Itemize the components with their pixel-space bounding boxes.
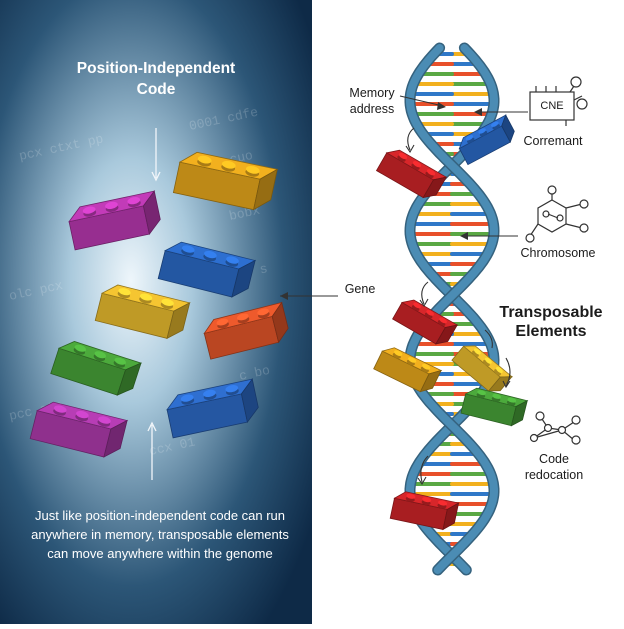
green-transposon-brick (460, 387, 529, 427)
red-transposon-brick (389, 491, 460, 531)
label-line: Memory (349, 86, 395, 100)
curve-arrow-head-icon (419, 298, 429, 308)
motion-arrows (405, 127, 511, 486)
gene-label: Gene (344, 282, 376, 296)
magenta-brick (29, 401, 129, 458)
red-transposon-brick (392, 299, 459, 345)
title-line: Code (136, 81, 176, 98)
code-relocation-label: Code redocation (516, 451, 592, 483)
memory-address-label: Memory address (338, 85, 406, 117)
curve-arrow-head-icon (405, 144, 415, 154)
corremant-arrow-icon (474, 108, 528, 116)
curve-arrow-icon (420, 455, 429, 483)
label-line: redocation (524, 468, 584, 482)
curve-arrow-icon (505, 357, 511, 387)
magenta-brick (68, 190, 161, 251)
caption-line: anywhere in memory, transposable element… (31, 527, 289, 542)
dna-strand-b (405, 44, 499, 574)
caption-line: Just like position-independent code can … (34, 508, 286, 523)
yellow-brick (94, 284, 191, 340)
brick-group (29, 151, 289, 458)
chromosome-arrow-icon (460, 232, 518, 240)
blue-brick (157, 241, 257, 298)
green-brick (50, 341, 143, 396)
curve-arrow-icon (484, 329, 493, 349)
red-transposon-brick (375, 149, 448, 199)
gene-arrow-icon (280, 292, 338, 300)
chromosome-label: Chromosome (520, 246, 596, 260)
curve-arrow-icon (421, 281, 429, 305)
down-arrow-icon (151, 128, 161, 182)
label-line: address (349, 102, 395, 116)
memory-address-arrow-icon (399, 95, 446, 110)
transposon-bricks (373, 114, 529, 531)
label-line: Code (539, 452, 569, 466)
blue-brick (166, 378, 259, 439)
blue-transposon-brick (458, 114, 515, 166)
left-panel-title: Position-Independent Code (40, 58, 272, 100)
transposable-elements-label: Transposable Elements (486, 303, 616, 341)
network-hexagon-icon (525, 185, 589, 243)
graph-network-icon (529, 411, 581, 445)
label-line: Elements (515, 323, 587, 340)
curve-arrow-head-icon (417, 476, 427, 486)
yellow-transposon-brick (373, 347, 443, 393)
left-panel-caption: Just like position-independent code can … (14, 506, 306, 563)
memory-chip-icon (529, 76, 588, 126)
curve-arrow-head-icon (502, 380, 511, 389)
label-line: Transposable (499, 304, 603, 321)
yellow-transposon-brick (451, 345, 514, 392)
chip-text: CNE (540, 100, 564, 112)
curve-arrow-icon (407, 127, 415, 151)
orange-brick (203, 301, 289, 360)
caption-line: can move anywhere within the genome (47, 546, 273, 561)
title-line: Position-Independent (76, 60, 236, 77)
yellow-brick (172, 151, 279, 211)
svg-text:c bo: c bo (238, 363, 272, 384)
corremant-label: Corremant (523, 134, 583, 148)
up-arrow-icon (147, 421, 157, 480)
